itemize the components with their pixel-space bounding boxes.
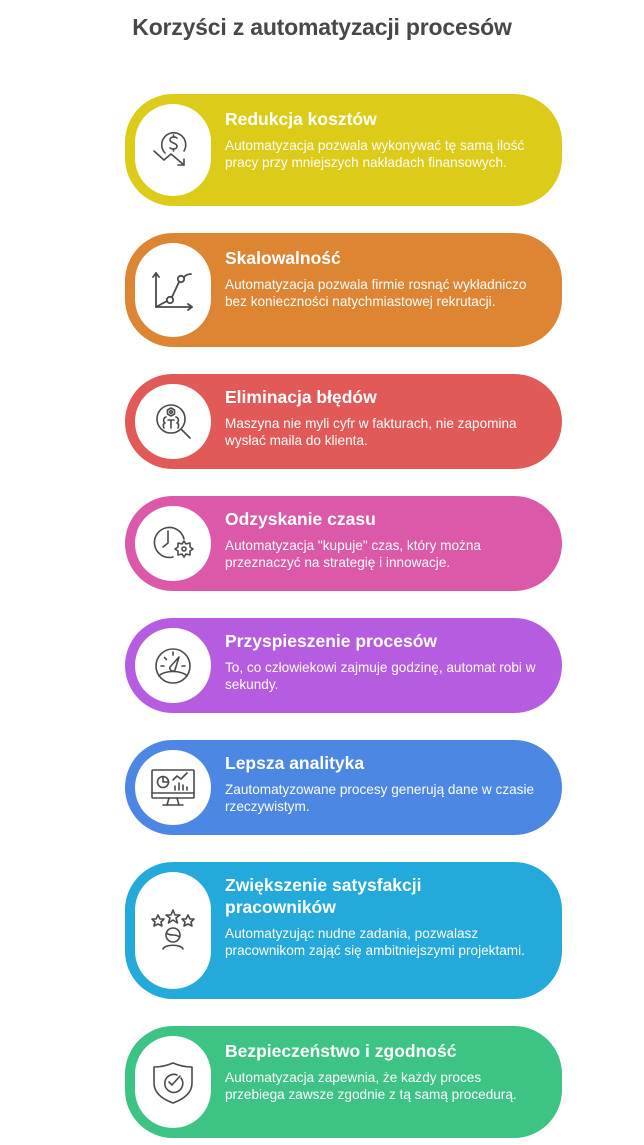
card-process-speedup: Przyspieszenie procesów To, co człowieko… <box>125 618 562 713</box>
bug-search-icon <box>156 403 191 439</box>
card-cost-reduction: Redukcja kosztów Automatyzacja pozwala w… <box>125 94 562 206</box>
money-down-icon <box>153 131 187 166</box>
icon-container <box>135 104 211 196</box>
card-description: To, co człowiekowi zajmuje godzinę, auto… <box>225 660 536 692</box>
icon-container <box>135 243 211 337</box>
card-title: Eliminacja błędów <box>225 387 377 407</box>
card-description: Zautomatyzowane procesy generują dane w … <box>225 782 535 814</box>
card-employee-satisfaction: Zwiększenie satysfakcji pracowników Auto… <box>125 862 562 999</box>
card-title: Bezpieczeństwo i zgodność <box>225 1041 457 1061</box>
card-text: Redukcja kosztów Automatyzacja pozwala w… <box>225 108 536 171</box>
card-text: Skalowalność Automatyzacja pozwala firmi… <box>225 247 536 310</box>
card-title: Redukcja kosztów <box>225 109 377 129</box>
icon-container <box>135 872 211 989</box>
icon-container <box>135 506 211 581</box>
speedometer-icon <box>155 647 191 684</box>
card-error-elimination: Eliminacja błędów Maszyna nie myli cyfr … <box>125 374 562 469</box>
analytics-monitor-icon <box>151 768 195 806</box>
card-title: Przyspieszenie procesów <box>225 631 438 651</box>
card-description: Automatyzacja zapewnia, że każdy proces … <box>225 1070 517 1102</box>
card-better-analytics: Lepsza analityka Zautomatyzowane procesy… <box>125 740 562 835</box>
card-description: Automatyzacja "kupuje" czas, który można… <box>225 538 481 570</box>
card-text: Lepsza analityka Zautomatyzowane procesy… <box>225 752 536 815</box>
clock-gear-icon <box>153 526 194 558</box>
icon-container <box>135 384 211 459</box>
card-text: Bezpieczeństwo i zgodność Automatyzacja … <box>225 1040 536 1103</box>
employee-stars-icon <box>151 908 195 950</box>
card-description: Maszyna nie myli cyfr w fakturach, nie z… <box>225 416 517 448</box>
icon-container <box>135 628 211 703</box>
card-description: Automatyzacja pozwala wykonywać tę samą … <box>225 138 525 170</box>
page-title: Korzyści z automatyzacji procesów <box>132 14 512 40</box>
growth-chart-icon <box>152 272 193 311</box>
card-title: Zwiększenie satysfakcji pracowników <box>225 875 422 917</box>
card-title: Skalowalność <box>225 248 341 268</box>
icon-container <box>135 750 211 825</box>
card-time-recovery: Odzyskanie czasu Automatyzacja "kupuje" … <box>125 496 562 591</box>
card-scalability: Skalowalność Automatyzacja pozwala firmi… <box>125 233 562 347</box>
card-description: Automatyzując nudne zadania, pozwalasz p… <box>225 926 525 958</box>
card-text: Eliminacja błędów Maszyna nie myli cyfr … <box>225 386 536 449</box>
card-title: Lepsza analityka <box>225 753 365 773</box>
card-security-compliance: Bezpieczeństwo i zgodność Automatyzacja … <box>125 1026 562 1138</box>
card-text: Przyspieszenie procesów To, co człowieko… <box>225 630 536 693</box>
icon-container <box>135 1036 211 1128</box>
card-text: Odzyskanie czasu Automatyzacja "kupuje" … <box>225 508 536 571</box>
card-title: Odzyskanie czasu <box>225 509 376 529</box>
card-text: Zwiększenie satysfakcji pracowników Auto… <box>225 874 536 959</box>
card-description: Automatyzacja pozwala firmie rosnąć wykł… <box>225 277 527 309</box>
shield-check-icon <box>153 1062 193 1104</box>
